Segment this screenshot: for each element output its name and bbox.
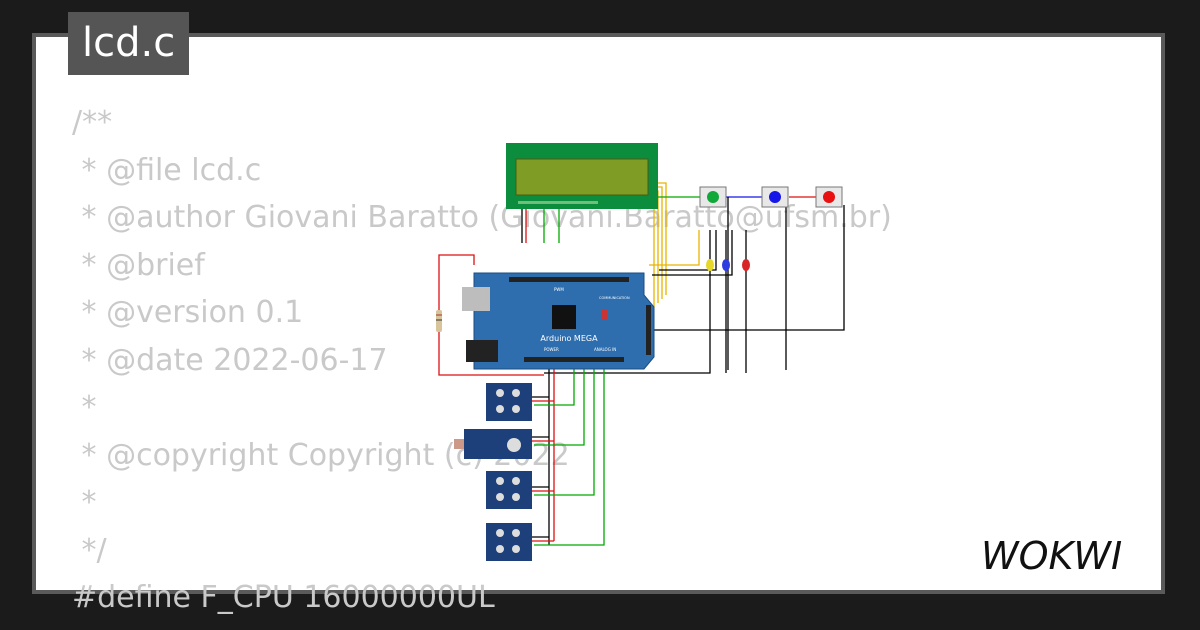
red-button (823, 191, 835, 203)
yellow-led (706, 259, 714, 271)
green-button (707, 191, 719, 203)
lcd-display (506, 143, 658, 209)
code-preview: /** * @file lcd.c * @author Giovani Bara… (72, 99, 892, 622)
red-led (742, 259, 750, 271)
wokwi-logo: WOKWI (981, 534, 1122, 578)
code-line: * @date 2022-06-17 (72, 342, 388, 378)
push-buttons (699, 186, 843, 208)
resistor (436, 310, 442, 332)
blue-button (769, 191, 781, 203)
wokwi-logo-text: WOKWI (981, 534, 1122, 578)
code-line: * @brief (72, 247, 205, 283)
code-line: */ (72, 532, 107, 568)
preview-card: /** * @file lcd.c * @author Giovani Bara… (32, 33, 1165, 615)
sensor-modules (454, 383, 532, 561)
code-line: /** (72, 105, 113, 140)
code-line: * (72, 485, 97, 520)
board-name-label: Arduino MEGA (540, 334, 598, 343)
leds (706, 259, 750, 271)
communication-label: COMMUNICATION (599, 296, 630, 300)
arduino-mega-board: Arduino MEGA PWM COMMUNICATION POWER ANA… (462, 272, 655, 370)
code-line: * @file lcd.c (72, 152, 262, 188)
power-label: POWER (544, 347, 559, 352)
code-line: * (72, 390, 97, 425)
blue-led (722, 259, 730, 271)
pwm-label: PWM (554, 287, 564, 292)
analog-in-label: ANALOG IN (594, 347, 616, 352)
circuit-diagram: Arduino MEGA PWM COMMUNICATION POWER ANA… (436, 143, 845, 561)
file-tab[interactable]: lcd.c (68, 12, 190, 75)
code-line: * @version 0.1 (72, 295, 304, 330)
code-line: #define F_CPU 16000000UL (72, 580, 495, 615)
